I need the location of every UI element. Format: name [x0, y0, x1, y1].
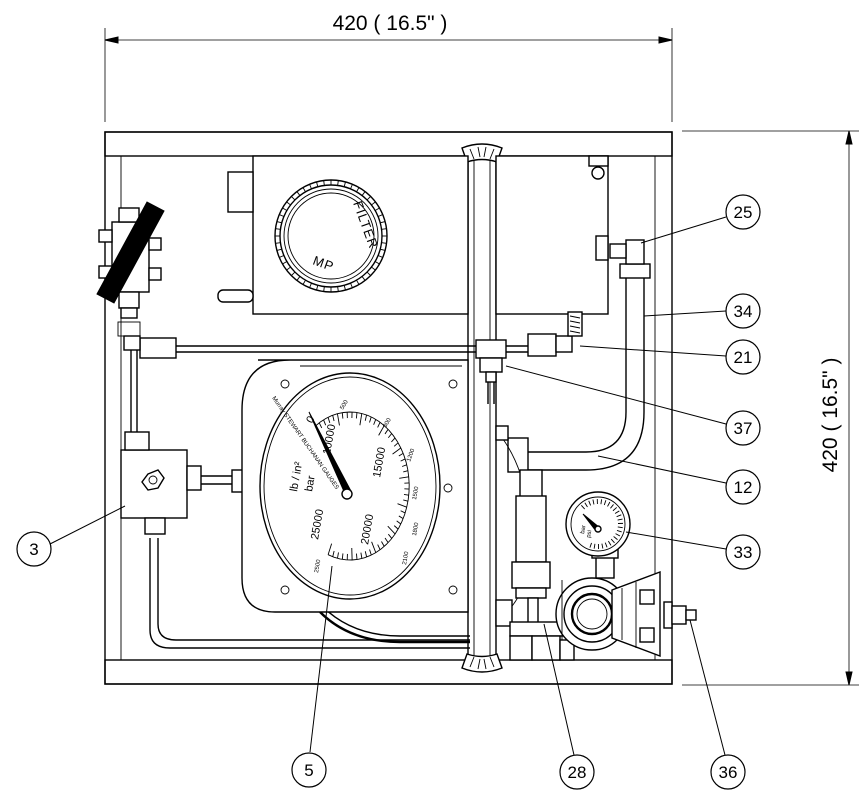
left-valve-block: [97, 202, 164, 336]
gauge-tick: [356, 554, 357, 560]
callout-3: 3: [29, 540, 38, 559]
callout-12: 12: [734, 478, 753, 497]
manifold-block: [121, 432, 246, 534]
callout-36: 36: [719, 763, 738, 782]
callout-28: 28: [568, 763, 587, 782]
height-dimension: 420 ( 16.5" ): [682, 131, 859, 685]
width-dimension-label: 420 ( 16.5" ): [333, 12, 448, 35]
gauge-tick: [342, 413, 343, 419]
width-dimension: 420 ( 16.5" ): [105, 12, 672, 122]
filter-housing: FILTER MP: [218, 156, 608, 314]
gauge-tick: [356, 413, 357, 419]
callout-5: 5: [304, 761, 313, 780]
callout-33: 33: [734, 543, 753, 562]
height-dimension-label: 420 ( 16.5" ): [819, 358, 842, 473]
gauge-tick: [342, 553, 343, 559]
callout-21: 21: [734, 348, 753, 367]
callout-37: 37: [734, 419, 753, 438]
main-pressure-gauge: 0 10000 15000 20000 25000 500 800 1200 1…: [242, 360, 468, 612]
callout-25: 25: [734, 203, 753, 222]
callout-34: 34: [734, 302, 753, 321]
